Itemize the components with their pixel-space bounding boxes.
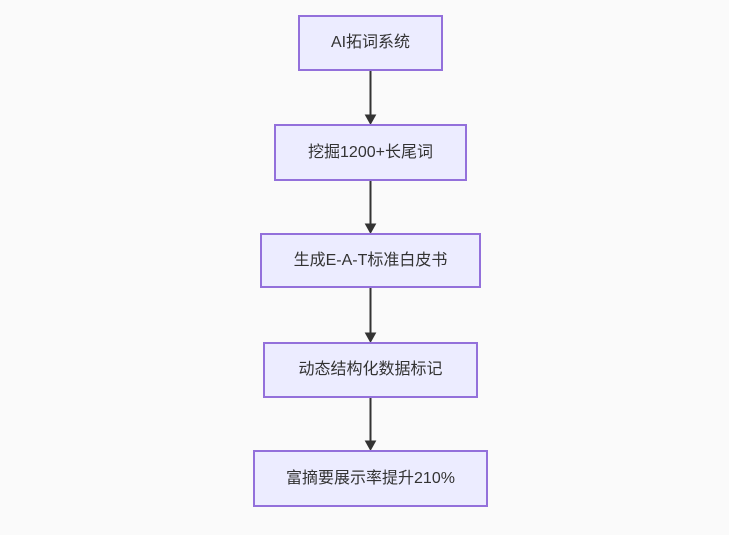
edge-arrow-1 [364,71,377,126]
node-1-label: AI拓词系统 [330,34,411,52]
flowchart-node-3: 生成E-A-T标准白皮书 [260,233,481,288]
flowchart-node-5: 富摘要展示率提升210% [253,450,488,507]
node-2-label: 挖掘1200+长尾词 [308,143,433,161]
edge-arrow-4 [364,398,377,452]
flowchart-node-2: 挖掘1200+长尾词 [274,124,467,181]
flowchart-node-4: 动态结构化数据标记 [263,342,478,398]
node-4-label: 动态结构化数据标记 [298,361,443,379]
node-5-label: 富摘要展示率提升210% [286,469,455,487]
edge-arrow-2 [364,181,377,235]
node-3-label: 生成E-A-T标准白皮书 [293,251,448,269]
edge-arrow-3 [364,288,377,344]
flowchart-node-1: AI拓词系统 [298,15,443,71]
